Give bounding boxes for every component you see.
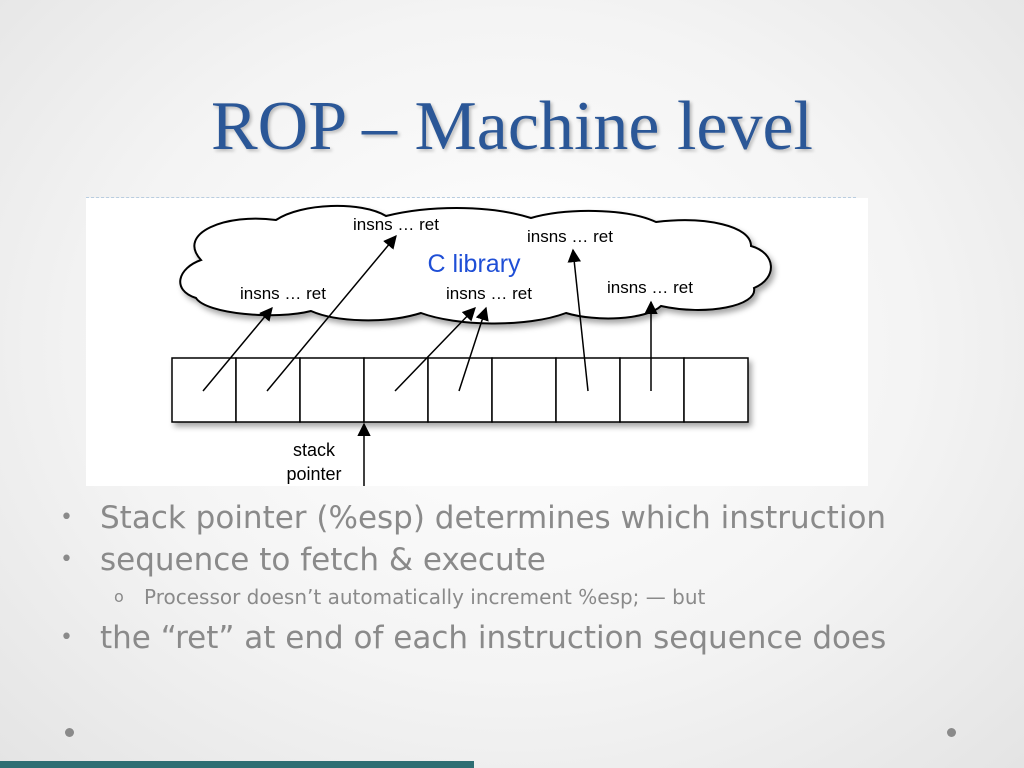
decorative-dot-right xyxy=(947,728,956,737)
arrow-to-gadget xyxy=(394,307,476,392)
arrow-to-gadget xyxy=(202,306,273,392)
gadget-label: insns … ret xyxy=(527,227,613,246)
stack-pointer-label: stack xyxy=(293,440,336,460)
bullet-text: sequence to fetch & execute xyxy=(100,542,546,578)
rop-diagram-svg: insns … ret insns … ret C library insns … xyxy=(171,204,772,486)
gadget-label: insns … ret xyxy=(353,215,439,234)
bullet-list: • Stack pointer (%esp) determines which … xyxy=(60,497,1000,659)
bullet-item: • Stack pointer (%esp) determines which … xyxy=(60,497,1000,539)
arrow-to-gadget xyxy=(567,248,589,392)
stack-cell xyxy=(683,357,749,423)
bullet-item: • sequence to fetch & execute xyxy=(60,539,1000,581)
bullet-marker: • xyxy=(60,547,73,572)
bullet-marker: • xyxy=(60,505,73,530)
decorative-dot-left xyxy=(65,728,74,737)
accent-bar xyxy=(0,761,474,768)
bullet-text: Stack pointer (%esp) determines which in… xyxy=(100,500,887,536)
c-library-label: C library xyxy=(427,250,521,278)
sub-bullet-marker: o xyxy=(114,587,124,606)
gadget-label: insns … ret xyxy=(607,278,693,297)
arrow-to-gadget xyxy=(266,234,397,392)
rop-diagram: insns … ret insns … ret C library insns … xyxy=(86,198,868,486)
gadget-label: insns … ret xyxy=(240,284,326,303)
sub-bullet-item: o Processor doesn’t automatically increm… xyxy=(60,581,1000,613)
pointer-arrows xyxy=(202,234,658,486)
stack-cell xyxy=(491,357,557,423)
bullet-text: the “ret” at end of each instruction seq… xyxy=(100,620,887,656)
arrow-to-gadget xyxy=(458,306,489,392)
bullet-item: • the “ret” at end of each instruction s… xyxy=(60,617,1000,659)
slide-title: ROP – Machine level xyxy=(210,88,813,165)
c-library-cloud xyxy=(179,204,772,325)
stack-cell xyxy=(619,357,685,423)
dashed-separator xyxy=(86,197,856,198)
stack-cell xyxy=(299,357,365,423)
sub-bullet-text: Processor doesn’t automatically incremen… xyxy=(144,585,706,609)
bullet-marker: • xyxy=(60,625,73,650)
gadget-label: insns … ret xyxy=(446,284,532,303)
stack-pointer-label: pointer xyxy=(286,464,341,484)
